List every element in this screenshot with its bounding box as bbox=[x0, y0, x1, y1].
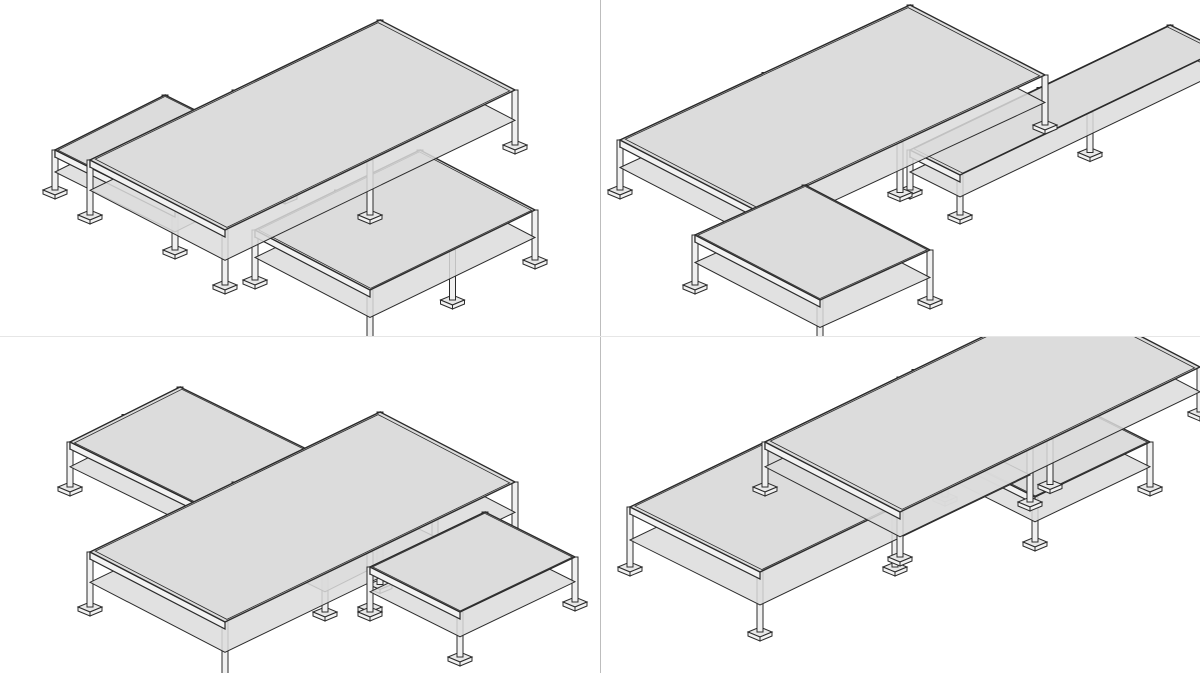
view-top-right-wing-front-column-3 bbox=[926, 249, 934, 301]
view-bottom-left-wing-right-roof-slab bbox=[368, 511, 577, 613]
view-bottom-right-main-roof-slab bbox=[763, 337, 1200, 513]
view-bottom-left-wing-back-footing-side-b-0 bbox=[69, 486, 83, 497]
view-bottom-left-main-parapet bbox=[94, 414, 511, 620]
view-bottom-right-main-block bbox=[751, 337, 1200, 567]
view-top-left-wing-front-footing-side-b-5 bbox=[534, 259, 548, 270]
view-bottom-left-wing-right-footing-side-b-2 bbox=[459, 656, 473, 667]
view-top-right-main-parapet bbox=[624, 7, 1041, 208]
view-bottom-right-main-footing-side-5 bbox=[1187, 411, 1200, 422]
view-top-right-wing-right-footing-side-b-3 bbox=[959, 214, 973, 225]
view-top-right-wing-front-parapet bbox=[696, 185, 929, 300]
view-top-right-wing-front-roof-slab bbox=[693, 184, 932, 301]
view-top-left-main-block bbox=[76, 19, 529, 295]
view-top-right-wing-front-footing-side-b-0 bbox=[694, 284, 708, 295]
view-top-left-main-roof-slab bbox=[88, 19, 517, 231]
view-bottom-left-drawing bbox=[56, 386, 589, 673]
view-top-right-wing-front-footing-side-b-3 bbox=[929, 299, 943, 310]
view-top-right-main-footing-side-b-5 bbox=[1044, 124, 1058, 135]
view-top-left-wing-back-footing-side-b-0 bbox=[54, 189, 68, 200]
view-top-left-main-footing-side-b-0 bbox=[89, 214, 103, 225]
view-bottom-left-wing-back-footing-side-b-3 bbox=[324, 611, 338, 622]
view-top-left-main-parapet bbox=[94, 22, 511, 228]
view-bottom-right-wing-left-column-0 bbox=[626, 506, 634, 568]
view-bottom-left-main-block bbox=[76, 411, 529, 673]
viewport-top-right[interactable] bbox=[600, 0, 1200, 336]
view-bottom-right-main-parapet bbox=[769, 337, 1196, 510]
view-top-right-wing-right-parapet bbox=[912, 26, 1200, 174]
view-top-right-wing-right-roof-slab bbox=[908, 24, 1200, 176]
view-top-right-main-footing-side-b-0 bbox=[619, 189, 633, 200]
view-bottom-left-wing-right-column-3 bbox=[571, 556, 579, 603]
view-top-left-wing-front-footing-side-b-4 bbox=[452, 299, 465, 310]
viewport-top-left[interactable] bbox=[0, 0, 600, 336]
viewport-bottom-right[interactable] bbox=[600, 337, 1200, 673]
view-top-left-main-footing-side-b-4 bbox=[369, 214, 383, 225]
view-top-left-wing-front-footing-side-b-0 bbox=[254, 279, 268, 290]
view-bottom-right-wing-left-footing-side-b-0 bbox=[629, 566, 643, 577]
view-top-right-wing-right-footing-side-b-4 bbox=[1089, 151, 1103, 163]
view-top-right-wing-front-block bbox=[681, 184, 944, 336]
view-top-right-main-footing-side-b-4 bbox=[899, 191, 913, 203]
view-top-left-main-footing-side-b-5 bbox=[514, 144, 528, 155]
view-bottom-right-main-column-5 bbox=[1196, 366, 1200, 413]
view-bottom-right-wing-back-footing-side-b-2 bbox=[1034, 541, 1048, 552]
view-top-right-wing-right-footing-side-b-0 bbox=[909, 189, 923, 200]
view-bottom-left-wing-right-block bbox=[356, 511, 589, 667]
view-bottom-right-main-footing-side-b-4 bbox=[1049, 483, 1063, 495]
view-bottom-right-wing-back-column-3 bbox=[1146, 441, 1154, 488]
view-bottom-left-main-footing-side-b-0 bbox=[89, 606, 103, 617]
view-bottom-left-main-roof-slab bbox=[88, 411, 517, 623]
view-top-right-main-roof-slab bbox=[618, 4, 1047, 211]
view-top-right-drawing bbox=[606, 4, 1200, 336]
view-bottom-left-wing-right-footing-side-b-0 bbox=[369, 611, 383, 622]
view-top-left-drawing bbox=[41, 19, 549, 336]
view-bottom-right-wing-left-footing-side-b-3 bbox=[759, 631, 773, 642]
view-top-left-main-column-5 bbox=[511, 89, 519, 146]
view-bottom-left-wing-right-parapet bbox=[371, 512, 574, 612]
view-bottom-left-wing-right-footing-side-b-3 bbox=[574, 601, 588, 612]
view-bottom-right-wing-left-footing-side-b-5 bbox=[1029, 501, 1043, 512]
view-bottom-right-wing-left-footing-side-b-4 bbox=[894, 566, 908, 577]
view-bottom-right-drawing bbox=[616, 337, 1200, 642]
viewport-bottom-left[interactable] bbox=[0, 337, 600, 673]
view-top-left-wing-front-column-5 bbox=[531, 209, 539, 261]
view-top-left-wing-back-footing-side-b-2 bbox=[174, 249, 188, 260]
view-top-right-main-column-5 bbox=[1041, 74, 1049, 126]
view-bottom-right-main-footing-side-b-0 bbox=[764, 486, 778, 497]
view-bottom-right-wing-back-footing-side-b-3 bbox=[1149, 486, 1163, 497]
view-bottom-right-main-footing-side-b-3 bbox=[899, 556, 913, 567]
viewport-divider-horizontal bbox=[0, 336, 1200, 337]
view-top-right-main-block bbox=[606, 4, 1059, 270]
view-top-left-main-footing-side-b-3 bbox=[224, 284, 238, 295]
